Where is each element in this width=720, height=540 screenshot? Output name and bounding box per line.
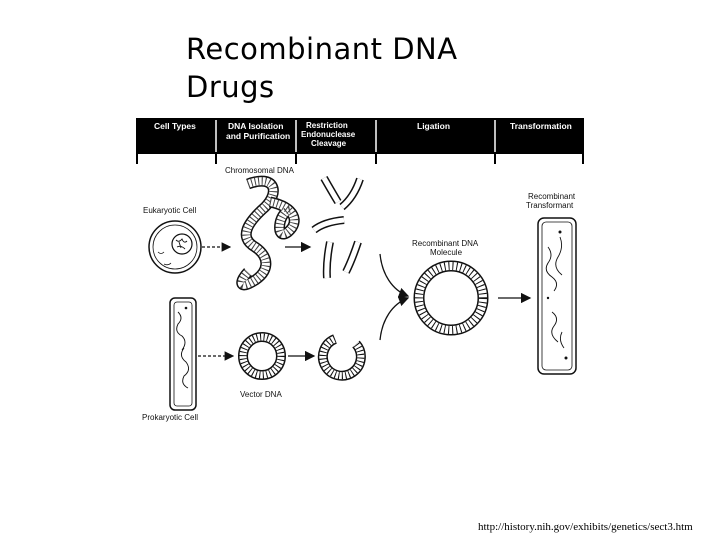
eukaryotic-cell-icon <box>148 220 202 274</box>
label-recombinant-molecule-2: Molecule <box>430 248 463 257</box>
header-dna-isolation: DNA Isolation <box>228 121 283 131</box>
vector-dna-icon <box>238 332 286 380</box>
cut-vector-dna-icon <box>317 334 366 381</box>
header-cell-types: Cell Types <box>154 121 196 131</box>
label-recombinant-molecule-1: Recombinant DNA <box>412 239 479 248</box>
label-recombinant-transformant-2: Transformant <box>526 201 574 210</box>
header-restriction: Restriction <box>306 121 348 130</box>
header-dna-isolation-2: and Purification <box>226 131 290 141</box>
dna-fragments-icon <box>311 176 364 279</box>
label-prokaryotic-cell: Prokaryotic Cell <box>142 413 198 422</box>
arrow-lower-converge <box>379 296 410 341</box>
arrow-upper-converge <box>379 253 410 298</box>
recombinant-transformant-icon <box>537 217 577 375</box>
label-recombinant-transformant-1: Recombinant <box>528 192 576 201</box>
header-ligation: Ligation <box>417 121 450 131</box>
label-chromosomal-dna: Chromosomal DNA <box>225 166 295 175</box>
header-transformation: Transformation <box>510 121 572 131</box>
title-line-2: Drugs <box>186 70 275 104</box>
label-eukaryotic-cell: Eukaryotic Cell <box>143 206 197 215</box>
prokaryotic-cell-icon <box>169 297 197 411</box>
slide-title: Recombinant DNA Drugs <box>186 30 546 106</box>
header-restriction-3: Cleavage <box>311 139 347 148</box>
header-restriction-2: Endonuclease <box>301 130 356 139</box>
header-bar: Cell Types DNA Isolation and Purificatio… <box>136 118 584 164</box>
source-url: http://history.nih.gov/exhibits/genetics… <box>478 521 693 533</box>
chromosomal-dna-icon <box>236 175 300 291</box>
recombinant-dna-molecule-icon <box>413 260 489 336</box>
recombinant-dna-diagram: Cell Types DNA Isolation and Purificatio… <box>136 118 584 422</box>
label-vector-dna: Vector DNA <box>240 390 282 399</box>
title-line-1: Recombinant DNA <box>186 32 458 66</box>
